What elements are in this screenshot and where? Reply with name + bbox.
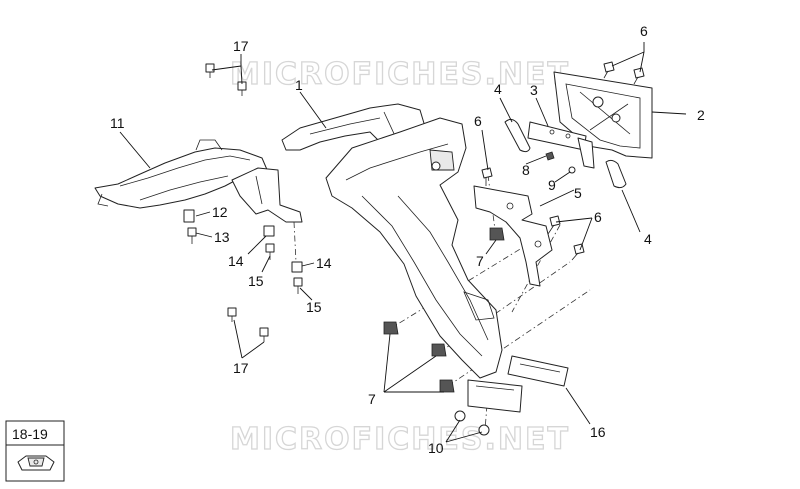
part-16-plate-bracket bbox=[507, 355, 569, 387]
label-2: 2 bbox=[697, 107, 705, 123]
small-hardware bbox=[183, 63, 303, 342]
part-3-bracket-plate bbox=[527, 121, 595, 169]
label-15-left: 15 bbox=[248, 273, 264, 289]
part-5-lower-bracket bbox=[473, 185, 553, 287]
label-11: 11 bbox=[110, 115, 125, 131]
label-7-upper: 7 bbox=[476, 253, 484, 269]
label-4-right: 4 bbox=[644, 231, 652, 247]
label-17-bottom: 17 bbox=[233, 360, 249, 376]
label-12: 12 bbox=[212, 204, 228, 220]
part-number-labels: 17 1 11 12 13 14 15 14 15 17 6 2 4 3 6 8… bbox=[110, 23, 705, 456]
watermark-bottom: MICROFICHES.NET bbox=[230, 422, 570, 457]
leader-lines bbox=[119, 42, 687, 443]
label-4-top: 4 bbox=[494, 81, 502, 97]
inset-18-19: 18-19 bbox=[5, 420, 65, 482]
label-5: 5 bbox=[574, 185, 582, 201]
label-6-right: 6 bbox=[594, 209, 602, 225]
label-6-mid: 6 bbox=[474, 113, 482, 129]
main-bracket bbox=[325, 117, 503, 379]
label-14-right: 14 bbox=[316, 255, 332, 271]
label-8: 8 bbox=[522, 162, 530, 178]
part-11-bracket bbox=[231, 167, 303, 223]
label-15-right: 15 bbox=[306, 299, 322, 315]
part-4-reflector-right bbox=[605, 159, 627, 189]
inset-label: 18-19 bbox=[12, 426, 48, 442]
part-4-reflector-left bbox=[504, 118, 531, 153]
watermark-top: MICROFICHES.NET bbox=[230, 57, 570, 92]
label-1: 1 bbox=[295, 77, 303, 93]
label-13: 13 bbox=[214, 229, 230, 245]
label-10: 10 bbox=[428, 440, 444, 456]
label-14-left: 14 bbox=[228, 253, 244, 269]
part-6-bolts bbox=[481, 61, 645, 261]
part-7-nuts bbox=[383, 227, 505, 393]
plate-light bbox=[467, 379, 523, 413]
part-9-washer bbox=[568, 166, 576, 174]
label-3: 3 bbox=[530, 82, 538, 98]
label-16: 16 bbox=[590, 424, 606, 440]
label-6-top: 6 bbox=[640, 23, 648, 39]
part-8-nut bbox=[545, 151, 555, 161]
label-9: 9 bbox=[548, 177, 556, 193]
label-17-top: 17 bbox=[233, 38, 249, 54]
label-7-lower: 7 bbox=[368, 391, 376, 407]
